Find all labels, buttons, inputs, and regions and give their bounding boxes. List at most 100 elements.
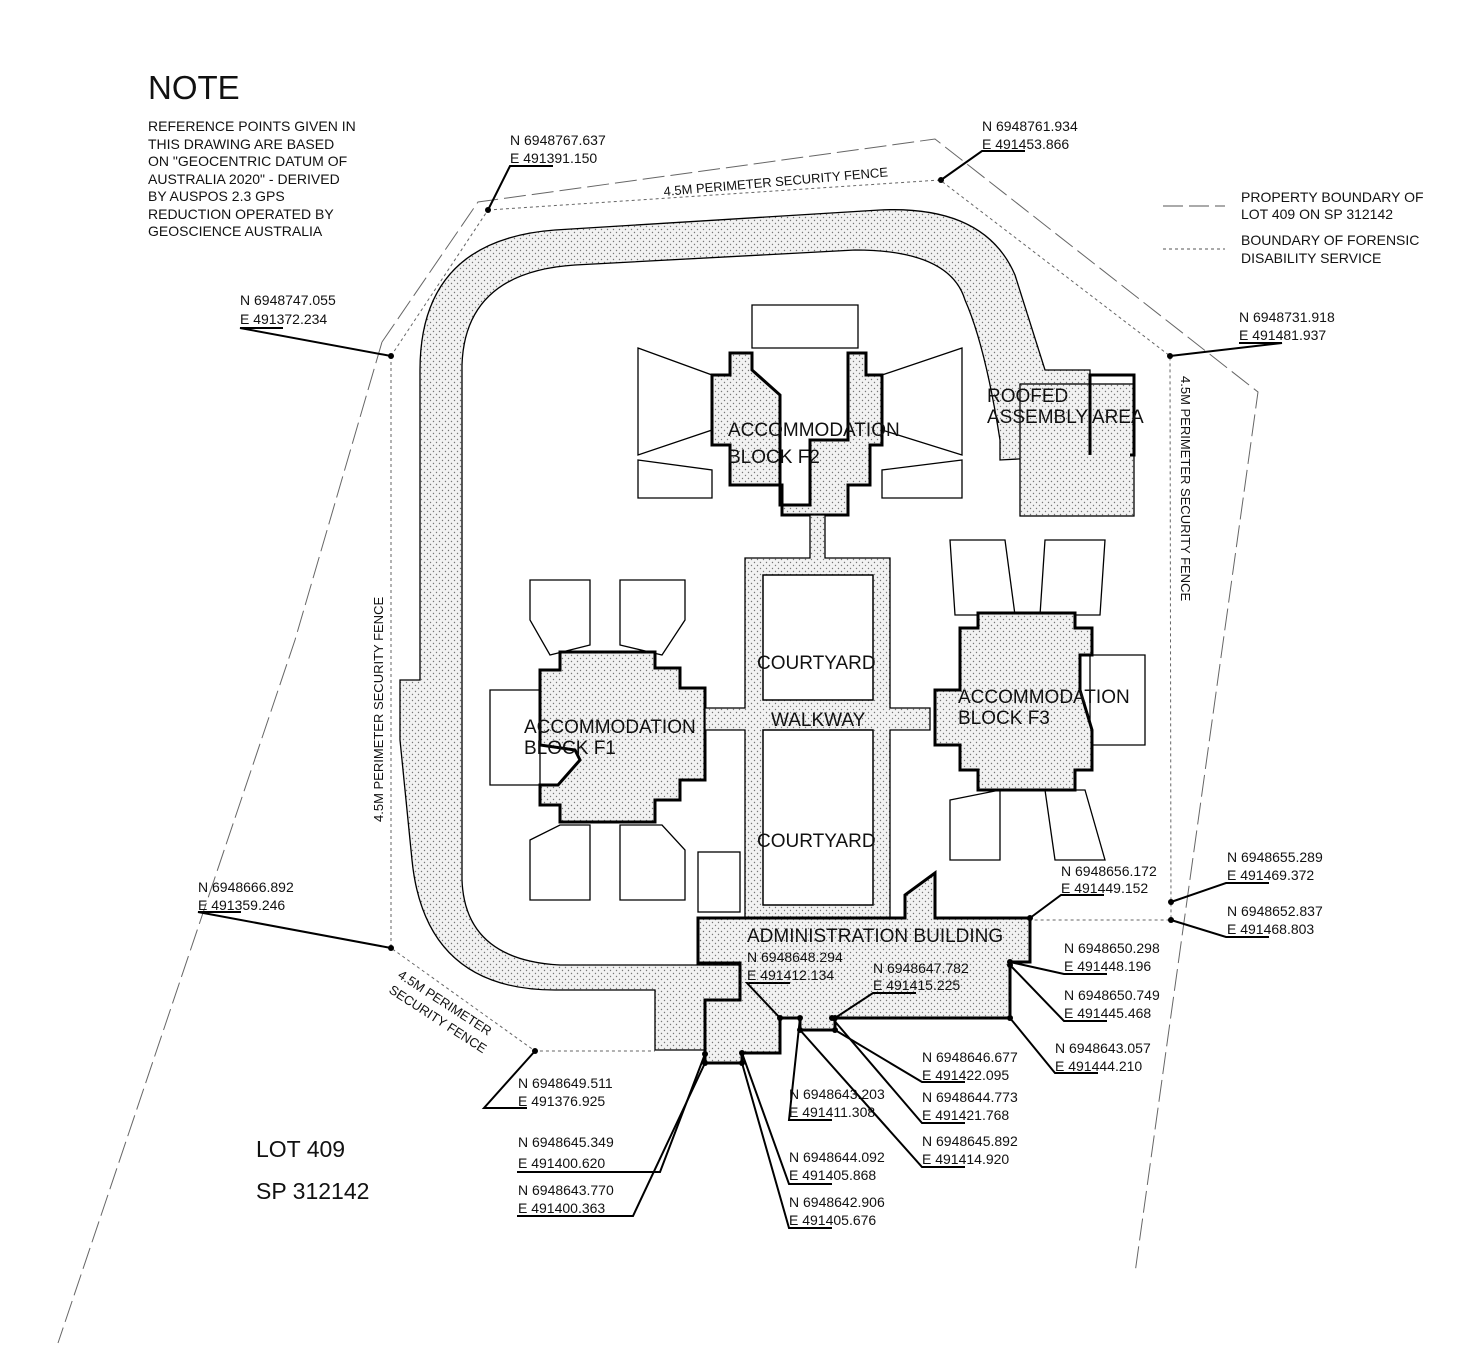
accommodation-block-f2	[637, 304, 963, 517]
survey-points: N 6948767.637 E 491391.150 N 6948761.934…	[197, 118, 1335, 1229]
northing-label: N 6948646.677	[922, 1049, 1018, 1065]
note-line: ON "GEOCENTRIC DATUM OF	[148, 153, 347, 169]
service-boundary	[390, 179, 1172, 1052]
northing-label: N 6948643.057	[1055, 1040, 1151, 1056]
accommodation-block-f1	[489, 579, 707, 901]
easting-label: E 491412.134	[747, 967, 834, 983]
fence-label-top: 4.5M PERIMETER SECURITY FENCE	[663, 164, 889, 199]
legend: PROPERTY BOUNDARY OF LOT 409 ON SP 31214…	[1163, 189, 1424, 266]
block-f2-label: ACCOMMODATION	[728, 420, 900, 441]
roofed-area-label: ASSEMBLY AREA	[987, 407, 1144, 428]
walkway-label: WALKWAY	[771, 710, 866, 731]
easting-label: E 491405.868	[789, 1167, 876, 1183]
block-f1-label: ACCOMMODATION	[524, 717, 696, 738]
perimeter-road	[399, 209, 1091, 1051]
northing-label: N 6948642.906	[789, 1194, 885, 1210]
easting-label: E 491411.308	[789, 1104, 875, 1120]
northing-label: N 6948645.892	[922, 1133, 1018, 1149]
lot-label: LOT 409	[256, 1136, 345, 1162]
courtyard-top	[762, 574, 874, 701]
admin-label: ADMINISTRATION BUILDING	[747, 926, 1003, 947]
leader-line	[741, 1052, 832, 1185]
annex-box	[697, 851, 741, 913]
legend-service-label: DISABILITY SERVICE	[1241, 250, 1381, 266]
survey-point: N 6948645.892 E 491414.920	[797, 1027, 1018, 1168]
leader-line	[1009, 1017, 1098, 1074]
easting-label: E 491405.676	[789, 1212, 876, 1228]
easting-label: E 491448.196	[1064, 958, 1151, 974]
easting-label: E 491400.620	[518, 1155, 605, 1171]
roofed-assembly-area	[1019, 383, 1135, 517]
survey-point: N 6948643.057 E 491444.210	[1007, 1015, 1151, 1074]
northing-label: N 6948648.294	[747, 949, 843, 965]
leader-line	[197, 911, 392, 949]
survey-point: N 6948642.906 E 491405.676	[739, 1060, 885, 1229]
survey-point: N 6948761.934 E 491453.866	[938, 118, 1078, 183]
block-f3-building	[933, 611, 1094, 792]
leader-line	[1029, 894, 1104, 919]
easting-label: E 491421.768	[922, 1107, 1009, 1123]
block-f1-label: BLOCK F1	[524, 738, 616, 759]
property-boundary	[57, 138, 1259, 1344]
northing-label: N 6948643.203	[789, 1086, 885, 1102]
legend-service-label: BOUNDARY OF FORENSIC	[1241, 232, 1419, 248]
easting-label: E 491468.803	[1227, 921, 1314, 937]
fence-label-right: 4.5M PERIMETER SECURITY FENCE	[1178, 376, 1193, 601]
northing-label: N 6948656.172	[1061, 863, 1157, 879]
property-boundary-north-east	[381, 138, 1259, 1274]
survey-point: N 6948647.782 E 491415.225	[832, 960, 969, 1021]
leader-line	[517, 1062, 706, 1217]
survey-point: N 6948646.677 E 491422.095	[832, 1027, 1018, 1083]
note-line: REFERENCE POINTS GIVEN IN	[148, 118, 356, 134]
block-f2-building	[710, 351, 884, 517]
easting-label: E 491481.937	[1239, 327, 1326, 343]
survey-point: N 6948652.837 E 491468.803	[1168, 903, 1323, 938]
roofed-assembly-structure	[1088, 373, 1136, 457]
courtyard-bottom	[762, 729, 874, 906]
survey-point: N 6948644.092 E 491405.868	[739, 1050, 885, 1185]
leader-line	[834, 992, 916, 1019]
leader-line	[831, 1017, 965, 1124]
survey-point: N 6948747.055 E 491372.234	[239, 292, 394, 359]
leader-line	[787, 1017, 832, 1121]
note-line: GEOSCIENCE AUSTRALIA	[148, 223, 323, 239]
leader-line	[744, 982, 790, 1019]
leader-line	[1170, 882, 1269, 903]
block-f3-label: ACCOMMODATION	[958, 687, 1130, 708]
northing-label: N 6948644.773	[922, 1089, 1018, 1105]
survey-point: N 6948643.770 E 491400.363	[517, 1060, 708, 1217]
plan-label: SP 312142	[256, 1178, 369, 1204]
northing-label: N 6948645.349	[518, 1134, 614, 1150]
leader-line	[487, 165, 553, 211]
easting-label: E 491400.363	[518, 1200, 605, 1216]
easting-label: E 491372.234	[240, 311, 327, 327]
easting-label: E 491445.468	[1064, 1005, 1151, 1021]
easting-label: E 491453.866	[982, 136, 1069, 152]
easting-label: E 491422.095	[922, 1067, 1009, 1083]
roofed-area-label: ROOFED	[987, 386, 1068, 407]
courtyard-bottom-label: COURTYARD	[757, 831, 876, 852]
block-f1-building	[538, 650, 707, 824]
leader-line	[799, 1029, 965, 1168]
survey-point: N 6948666.892 E 491359.246	[197, 879, 394, 951]
easting-label: E 491415.225	[873, 977, 960, 993]
northing-label: N 6948666.892	[198, 879, 294, 895]
northing-label: N 6948731.918	[1239, 309, 1335, 325]
easting-label: E 491376.925	[518, 1093, 605, 1109]
easting-label: E 491469.372	[1227, 867, 1314, 883]
leader-line	[239, 327, 392, 357]
northing-label: N 6948767.637	[510, 132, 606, 148]
leader-line	[741, 1062, 832, 1229]
legend-property-label: PROPERTY BOUNDARY OF	[1241, 189, 1424, 205]
survey-point: N 6948656.172 E 491449.152	[1027, 863, 1157, 921]
survey-point: N 6948644.773 E 491421.768	[829, 1015, 1018, 1124]
northing-label: N 6948644.092	[789, 1149, 885, 1165]
leader-line	[1169, 342, 1283, 357]
easting-label: E 491414.920	[922, 1151, 1009, 1167]
leader-line	[481, 1050, 536, 1109]
easting-label: E 491359.246	[198, 897, 285, 913]
note-body: REFERENCE POINTS GIVEN IN THIS DRAWING A…	[148, 118, 356, 239]
leader-line	[1009, 961, 1107, 975]
survey-point: N 6948655.289 E 491469.372	[1168, 849, 1323, 905]
